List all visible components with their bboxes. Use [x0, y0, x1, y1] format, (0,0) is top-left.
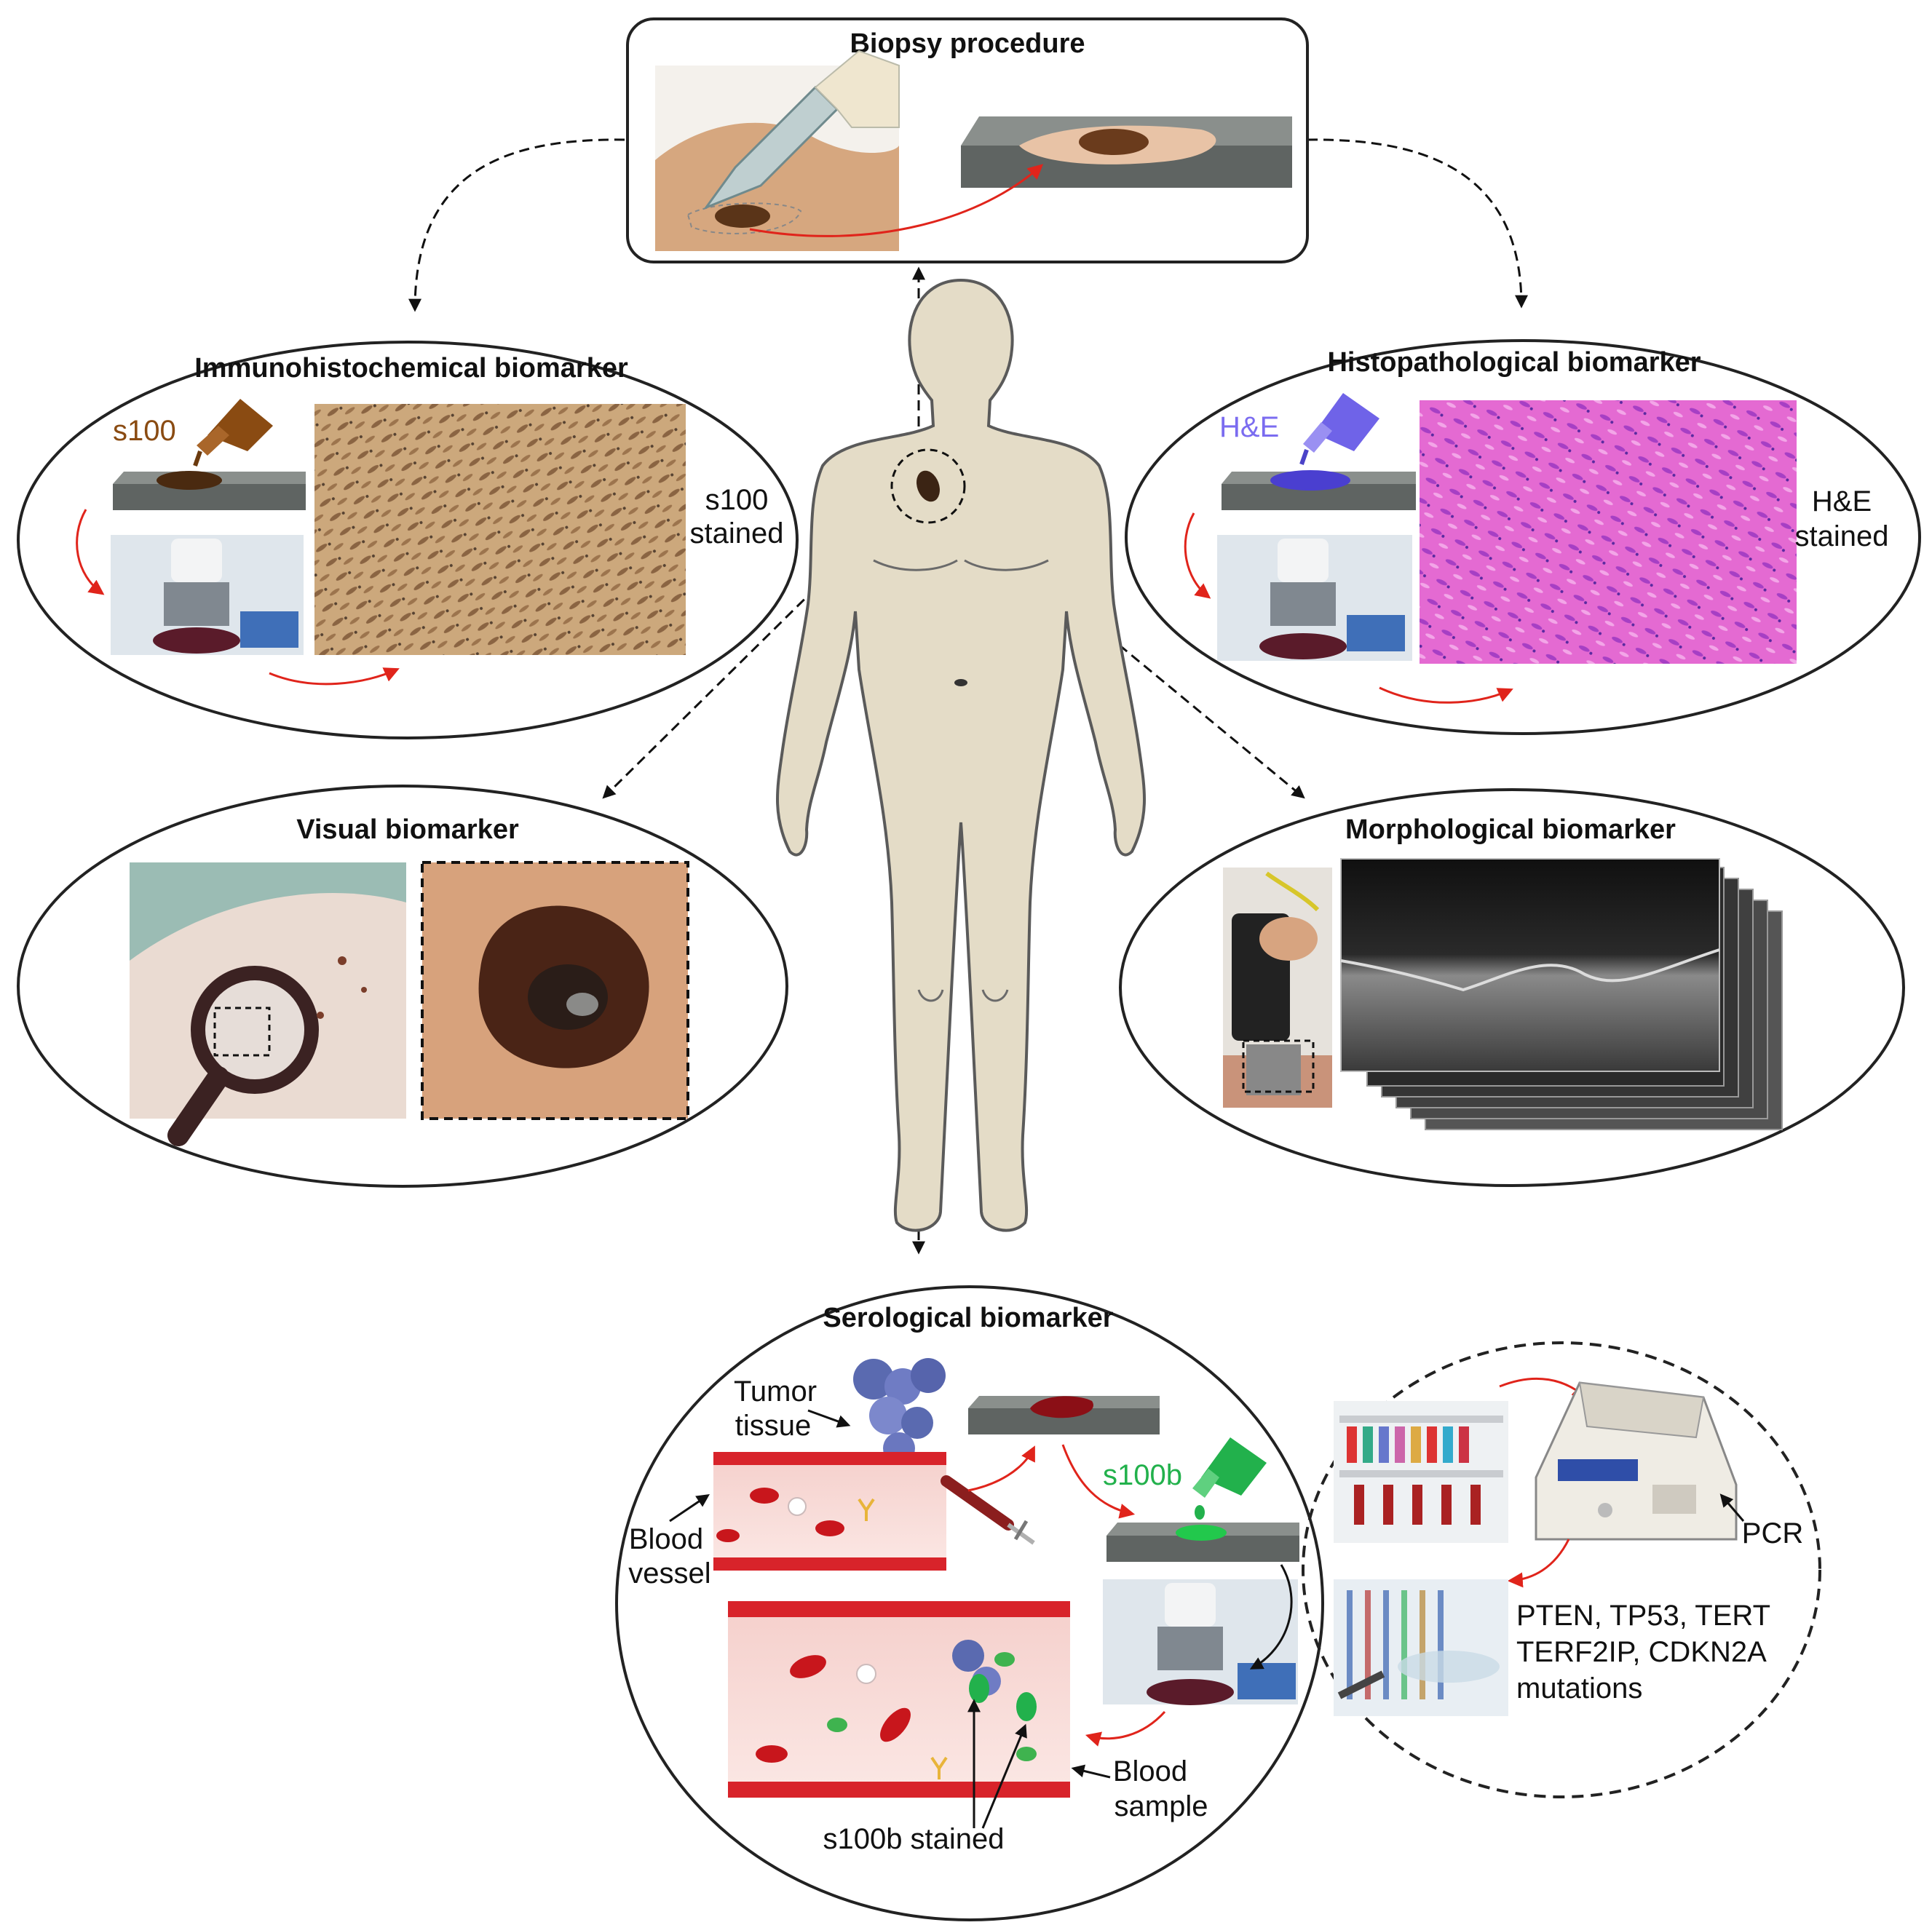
magnifier-photo	[130, 862, 406, 1146]
sample-label-1: Blood	[1113, 1755, 1187, 1787]
mutations-line-2: TERF2IP, CDKN2A	[1516, 1636, 1767, 1668]
melanoma-closeup-photo	[421, 861, 689, 1120]
serological-title: Serological biomarker	[823, 1303, 1113, 1333]
syringe-to-slide-red-arrow	[967, 1445, 1035, 1492]
microscope-to-sample-red-arrow	[1085, 1710, 1166, 1747]
biopsy-to-ihc-arrow	[408, 138, 625, 312]
ihc-result-label-1: s100	[705, 484, 769, 516]
biopsy-slide-illustration	[961, 116, 1292, 188]
blood-vessel-bottom	[728, 1601, 1070, 1798]
serum-slide-icon	[968, 1396, 1160, 1434]
biopsy-title: Biopsy procedure	[850, 28, 1085, 59]
visual-panel: Visual biomarker	[17, 785, 788, 1188]
pcr-to-gel-red-arrow	[1507, 1539, 1570, 1588]
he-red-arrow-2	[1379, 686, 1513, 704]
ihc-result-label-2: stained	[690, 517, 784, 549]
ihc-slide-icon	[113, 471, 306, 510]
he-result-label-2: stained	[1795, 520, 1889, 552]
visual-title: Visual biomarker	[296, 814, 519, 845]
human-body-figure	[776, 278, 1146, 1232]
pcr-panel-frame	[1302, 1341, 1821, 1798]
he-tissue-micrograph	[1420, 400, 1797, 664]
knee-right	[981, 989, 1009, 1002]
s100b-stained-label: s100b stained	[823, 1823, 1004, 1855]
pcr-panel: PCR PTEN, TP53, TERT TERF2IP, CDKN2A mut…	[1302, 1341, 1821, 1798]
serology-microscope-photo	[1103, 1579, 1298, 1705]
chest-line-left	[873, 559, 958, 571]
ihc-panel: Immunohistochemical biomarker s100 s100 …	[17, 341, 799, 739]
morph-title: Morphological biomarker	[1345, 814, 1676, 845]
test-tubes-photo	[1334, 1401, 1508, 1543]
lesion-highlight-circle	[890, 448, 966, 524]
body-silhouette-icon	[776, 278, 1146, 1232]
stain-to-microscope-arrow	[1249, 1564, 1293, 1670]
ihc-title: Immunohistochemical biomarker	[194, 353, 628, 384]
gel-photo	[1334, 1579, 1508, 1716]
blood-vessel-top	[713, 1452, 946, 1571]
ihc-stain-label: s100	[113, 415, 176, 447]
tumor-label-2: tissue	[735, 1410, 812, 1442]
he-red-arrow-1	[1184, 512, 1211, 599]
slide-to-stain-red-arrow	[1061, 1444, 1136, 1519]
ihc-tissue-micrograph	[314, 404, 686, 655]
biopsy-panel: Biopsy procedure	[626, 17, 1309, 263]
knee-left	[917, 989, 944, 1002]
mutations-line-3: mutations	[1516, 1672, 1642, 1704]
pcr-label: PCR	[1742, 1517, 1803, 1549]
ihc-dropper-icon	[193, 399, 273, 467]
oct-scan-stack	[1340, 858, 1783, 1130]
navel	[954, 679, 967, 686]
vessel-label-2: vessel	[628, 1557, 710, 1589]
tumor-label-1: Tumor	[734, 1376, 817, 1408]
ihc-red-arrow-1	[76, 509, 105, 595]
tumor-cluster-icon	[853, 1358, 946, 1512]
vessel-label-1: Blood	[629, 1523, 703, 1555]
s100b-dropper-icon	[1192, 1437, 1267, 1520]
he-result-label-1: H&E	[1812, 485, 1872, 517]
biopsy-transfer-red-arrow	[749, 164, 1044, 237]
oct-probe-photo	[1223, 868, 1332, 1108]
biopsy-to-he-arrow	[1307, 138, 1528, 309]
syringe-icon	[941, 1475, 1035, 1545]
s100b-slide-icon	[1106, 1523, 1299, 1562]
he-dropper-icon	[1299, 393, 1379, 465]
lesion-to-morph-arrow	[946, 501, 1305, 799]
he-stain-label: H&E	[1219, 411, 1279, 443]
tubes-to-pcr-red-arrow	[1499, 1377, 1588, 1400]
melanoma-lesion-icon	[916, 470, 940, 502]
s100b-stain-label: s100b	[1103, 1459, 1182, 1491]
magnifier-icon	[167, 1066, 229, 1146]
he-microscope-photo	[1217, 535, 1412, 661]
ihc-red-arrow-2	[269, 667, 400, 686]
sample-label-2: sample	[1115, 1790, 1208, 1822]
chest-line-right	[964, 559, 1049, 571]
morph-panel: Morphological biomarker	[1119, 788, 1905, 1187]
he-slide-icon	[1222, 470, 1416, 510]
serological-panel: Serological biomarker Tumor tissue Blood…	[615, 1285, 1324, 1921]
scalpel-illustration	[655, 49, 900, 251]
pcr-machine-icon	[1535, 1381, 1738, 1541]
he-title: Histopathological biomarker	[1327, 347, 1701, 378]
ihc-microscope-photo	[111, 535, 304, 655]
he-panel: Histopathological biomarker H&E H&E stai…	[1125, 339, 1921, 735]
mutations-line-1: PTEN, TP53, TERT	[1516, 1600, 1770, 1632]
